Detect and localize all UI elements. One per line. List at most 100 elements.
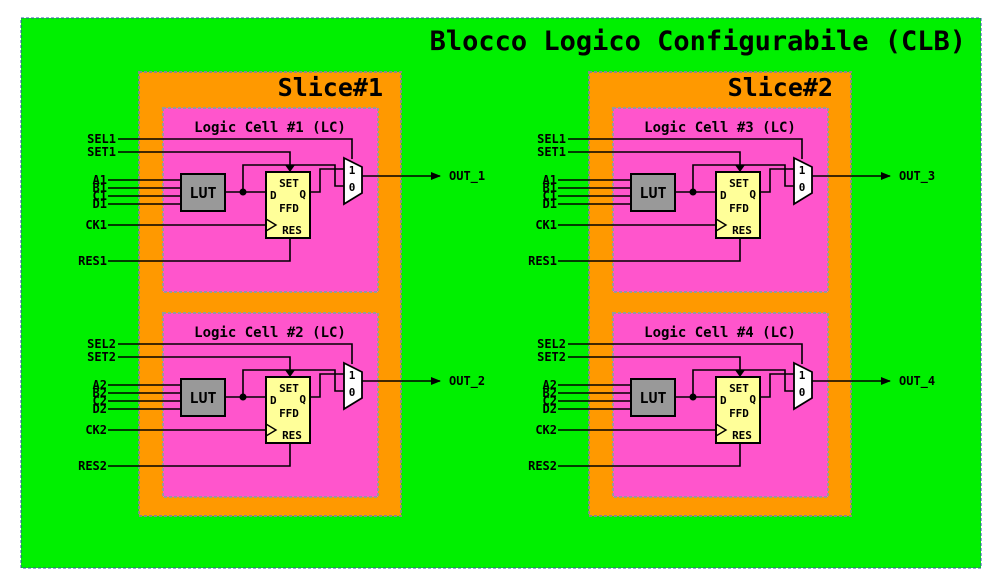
set-wire [568,356,741,371]
ffd-q-wire [760,168,794,193]
mux-input-0: 0 [349,181,356,194]
mux-block [343,156,363,206]
set-arrowhead [735,370,745,377]
lut-block [630,378,676,417]
lut-input-label: A1 [543,173,557,187]
lut-block [630,173,676,212]
ffd-q-pin: Q [749,188,756,201]
lut-input-label: B1 [543,181,557,195]
ffd-clock-symbol [265,218,278,232]
logic-cells: Logic Cell #1 (LC)SEL1SET1A1B1C1D1LUTSET… [78,107,935,498]
sel-wire [568,343,803,364]
bypass-wire [242,369,344,397]
mux-input-1: 1 [799,369,806,382]
ffd-set-pin: SET [279,382,299,395]
ck-label: CK1 [535,218,557,232]
mux-block [793,156,813,206]
ffd-name: FFD [729,202,749,215]
res-label: RES1 [78,254,107,268]
set-label: SET1 [537,145,566,159]
ffd-name: FFD [729,407,749,420]
set-wire [118,356,291,371]
lut-input-label: C2 [93,394,107,408]
ffd-res-pin: RES [282,224,302,237]
logic-cell-title: Logic Cell #1 (LC) [194,120,346,136]
lut-input-label: A2 [93,378,107,392]
ffd-set-pin: SET [729,382,749,395]
lut-input-label: B2 [93,386,107,400]
ck-label: CK1 [85,218,107,232]
set-wire [568,151,741,166]
mux-input-0: 0 [349,386,356,399]
sel-label: SEL2 [537,337,566,351]
output-label: OUT_2 [449,374,485,389]
output-label: OUT_1 [449,169,485,184]
set-label: SET2 [537,350,566,364]
set-arrowhead [735,165,745,172]
set-wire [118,151,291,166]
bypass-wire [692,164,794,192]
lut-label: LUT [189,184,216,202]
lut-block [180,378,226,417]
ffd-clock-symbol [265,423,278,437]
res-wire [558,443,741,467]
mux-input-1: 1 [799,164,806,177]
mux-input-1: 1 [349,369,356,382]
slice-1-label: Slice#1 [278,73,383,102]
ffd-d-pin: D [270,394,277,407]
ffd-res-pin: RES [732,429,752,442]
ffd-q-pin: Q [749,393,756,406]
logic-cell-3: Logic Cell #3 (LC)SEL1SET1A1B1C1D1LUTSET… [528,107,935,293]
ffd-set-pin: SET [279,177,299,190]
logic-cell-title: Logic Cell #2 (LC) [194,325,346,341]
lut-label: LUT [639,389,666,407]
sel-label: SEL1 [537,132,566,146]
lut-input-label: A1 [93,173,107,187]
logic-cell-title: Logic Cell #4 (LC) [644,325,796,341]
bypass-wire [242,164,344,192]
output-label: OUT_4 [899,374,935,389]
lut-label: LUT [639,184,666,202]
sel-wire [568,138,803,159]
lut-label: LUT [189,389,216,407]
ffd-name: FFD [279,202,299,215]
res-wire [108,238,291,262]
lut-input-label: D1 [93,197,107,211]
sel-wire [118,343,353,364]
ffd-q-wire [760,373,794,398]
output-label: OUT_3 [899,169,935,184]
sel-label: SEL1 [87,132,116,146]
ffd-q-pin: Q [299,188,306,201]
mux-block [793,361,813,411]
set-arrowhead [285,165,295,172]
set-label: SET1 [87,145,116,159]
logic-cell-title: Logic Cell #3 (LC) [644,120,796,136]
ck-label: CK2 [535,423,557,437]
ffd-block [265,376,311,444]
lut-input-label: D1 [543,197,557,211]
ffd-name: FFD [279,407,299,420]
res-wire [108,443,291,467]
ffd-d-pin: D [270,189,277,202]
sel-wire [118,138,353,159]
lut-input-label: C1 [93,189,107,203]
lut-input-label: B1 [93,181,107,195]
bypass-wire [692,369,794,397]
logic-cell-2: Logic Cell #2 (LC)SEL2SET2A2B2C2D2LUTSET… [78,312,485,498]
ffd-d-pin: D [720,394,727,407]
mux-input-0: 0 [799,181,806,194]
ffd-set-pin: SET [729,177,749,190]
res-label: RES2 [528,459,557,473]
ffd-res-pin: RES [732,224,752,237]
ck-label: CK2 [85,423,107,437]
slice-2-label: Slice#2 [728,73,833,102]
res-label: RES1 [528,254,557,268]
set-label: SET2 [87,350,116,364]
clb-title: Blocco Logico Configurabile (CLB) [430,26,966,57]
ffd-q-wire [310,168,344,193]
ffd-q-pin: Q [299,393,306,406]
mux-input-0: 0 [799,386,806,399]
lut-input-label: D2 [543,402,557,416]
ffd-clock-symbol [715,423,728,437]
